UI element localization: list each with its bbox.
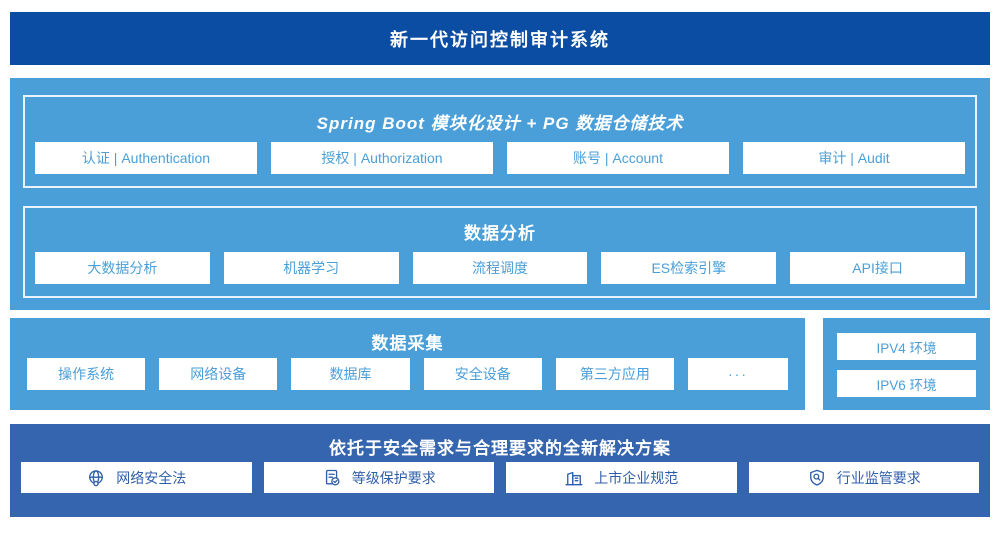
architecture-diagram: 新一代访问控制审计系统 Spring Boot 模块化设计 + PG 数据仓储技…: [0, 12, 1000, 541]
shield-search-icon: [807, 468, 827, 488]
modules-card-row: 认证 | Authentication 授权 | Authorization 账…: [35, 141, 965, 174]
solution-title: 依托于安全需求与合理要求的全新解决方案: [329, 438, 671, 458]
collection-title: 数据采集: [371, 333, 444, 353]
solution-section: 依托于安全需求与合理要求的全新解决方案 网络安全法: [10, 424, 990, 517]
collection-card-database: 数据库: [291, 358, 410, 390]
building-icon: [564, 468, 584, 488]
analysis-card-workflow: 流程调度: [412, 252, 588, 284]
collection-card-thirdparty-app: 第三方应用: [555, 358, 675, 390]
solution-card-industry-regulation: 行业监管要求: [748, 462, 979, 493]
module-card-account: 账号 | Account: [507, 141, 729, 174]
solution-card-cybersecurity-law: 网络安全法: [21, 462, 252, 493]
solution-card-grade-protection: 等级保护要求: [263, 462, 494, 493]
document-check-icon: [322, 468, 342, 488]
modules-group-title: Spring Boot 模块化设计 + PG 数据仓储技术: [316, 113, 684, 133]
solution-card-label: 上市企业规范: [594, 469, 679, 486]
analysis-group: 数据分析 大数据分析 机器学习 流程调度 ES检索引擎 API接口: [23, 205, 977, 298]
analysis-group-title: 数据分析: [464, 224, 536, 244]
env-card-ipv4: IPV4 环境: [837, 333, 976, 360]
globe-icon: [86, 468, 106, 488]
collection-card-network-device: 网络设备: [159, 358, 278, 390]
module-card-authorization: 授权 | Authorization: [271, 141, 493, 174]
analysis-card-api: API接口: [790, 252, 965, 284]
analysis-card-es-search: ES检索引擎: [601, 252, 777, 284]
modules-group: Spring Boot 模块化设计 + PG 数据仓储技术 认证 | Authe…: [23, 95, 977, 188]
collection-section: 数据采集 操作系统 网络设备 数据库 安全设备 第三方应用 ···: [10, 318, 805, 410]
collection-row: 数据采集 操作系统 网络设备 数据库 安全设备 第三方应用 ··· IPV4 环…: [10, 318, 990, 410]
solution-card-listed-company: 上市企业规范: [506, 462, 737, 493]
collection-card-row: 操作系统 网络设备 数据库 安全设备 第三方应用 ···: [27, 358, 789, 390]
solution-card-row: 网络安全法 等级保护要求: [21, 462, 979, 493]
collection-card-more: ···: [688, 358, 789, 390]
analysis-card-bigdata: 大数据分析: [35, 252, 210, 284]
solution-card-label: 网络安全法: [116, 469, 187, 486]
env-card-ipv6: IPV6 环境: [837, 370, 976, 397]
solution-card-label: 行业监管要求: [836, 469, 921, 486]
module-card-authentication: 认证 | Authentication: [35, 141, 257, 174]
collection-card-security-device: 安全设备: [423, 358, 542, 390]
platform-section: Spring Boot 模块化设计 + PG 数据仓储技术 认证 | Authe…: [10, 78, 990, 310]
module-card-audit: 审计 | Audit: [743, 141, 965, 174]
page-title: 新一代访问控制审计系统: [10, 12, 990, 65]
analysis-card-machine-learning: 机器学习: [223, 252, 399, 284]
environment-panel: IPV4 环境 IPV6 环境: [823, 318, 990, 410]
collection-card-os: 操作系统: [27, 358, 146, 390]
analysis-card-row: 大数据分析 机器学习 流程调度 ES检索引擎 API接口: [35, 252, 965, 284]
solution-card-label: 等级保护要求: [351, 469, 436, 486]
